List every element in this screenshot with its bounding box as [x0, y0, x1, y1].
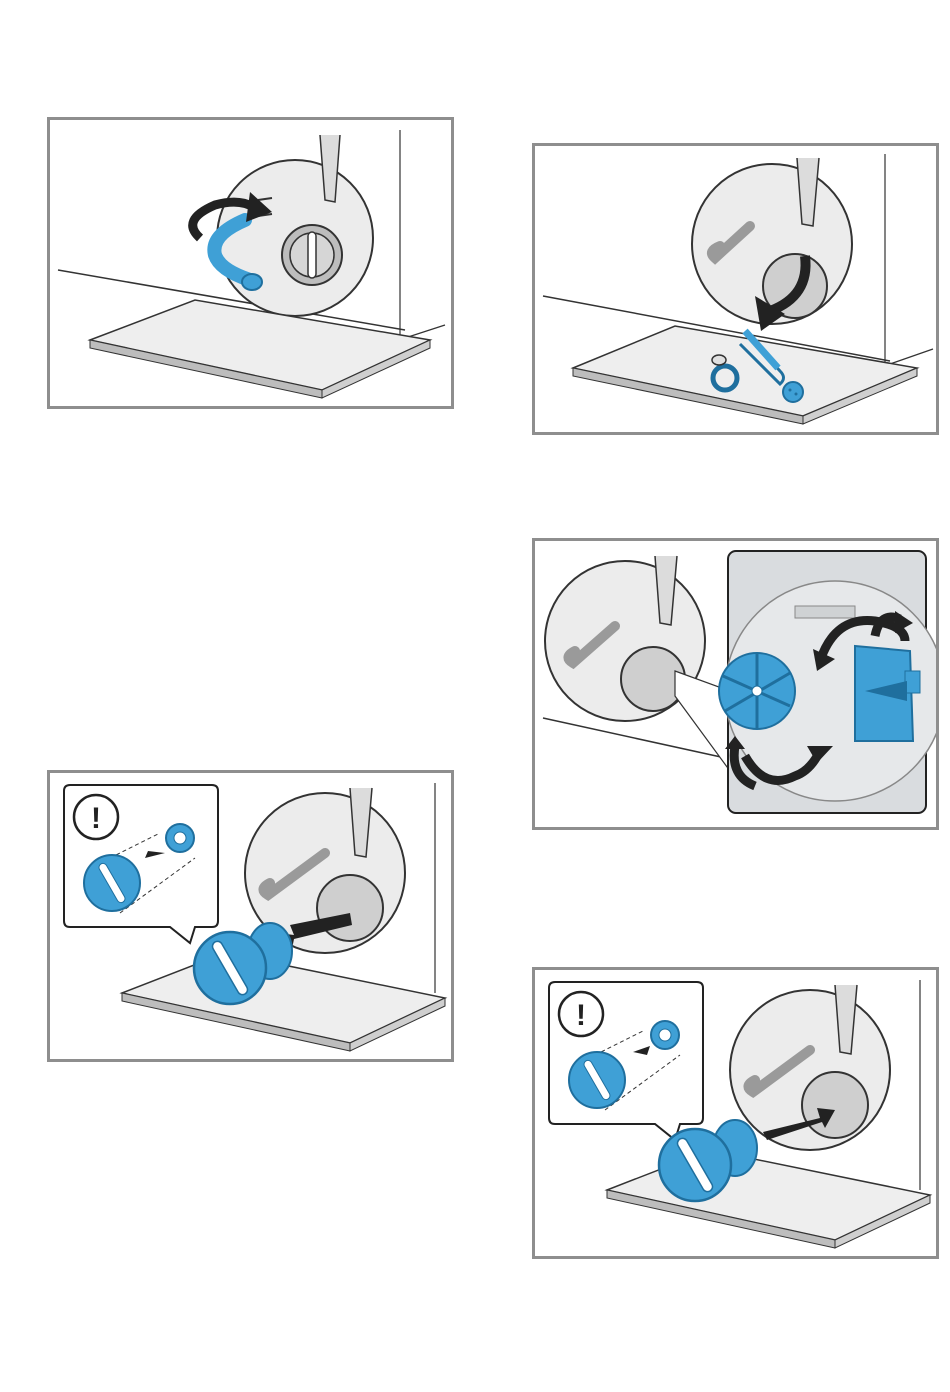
drip-tray — [573, 326, 917, 416]
button-icon — [783, 382, 803, 402]
step-2-drawing — [535, 146, 936, 432]
step-1-drawing — [50, 120, 451, 406]
warning-symbol: ! — [576, 999, 586, 1032]
step-5-illustration: ! — [532, 967, 939, 1259]
step-4-drawing: ! — [50, 773, 451, 1059]
step-1-illustration — [47, 117, 454, 409]
step-2-illustration — [532, 143, 939, 435]
step-5-drawing: ! — [535, 970, 936, 1256]
step-3-drawing — [535, 541, 936, 827]
step-4-illustration: ! — [47, 770, 454, 1062]
warning-symbol: ! — [91, 802, 101, 835]
step-3-illustration — [532, 538, 939, 830]
